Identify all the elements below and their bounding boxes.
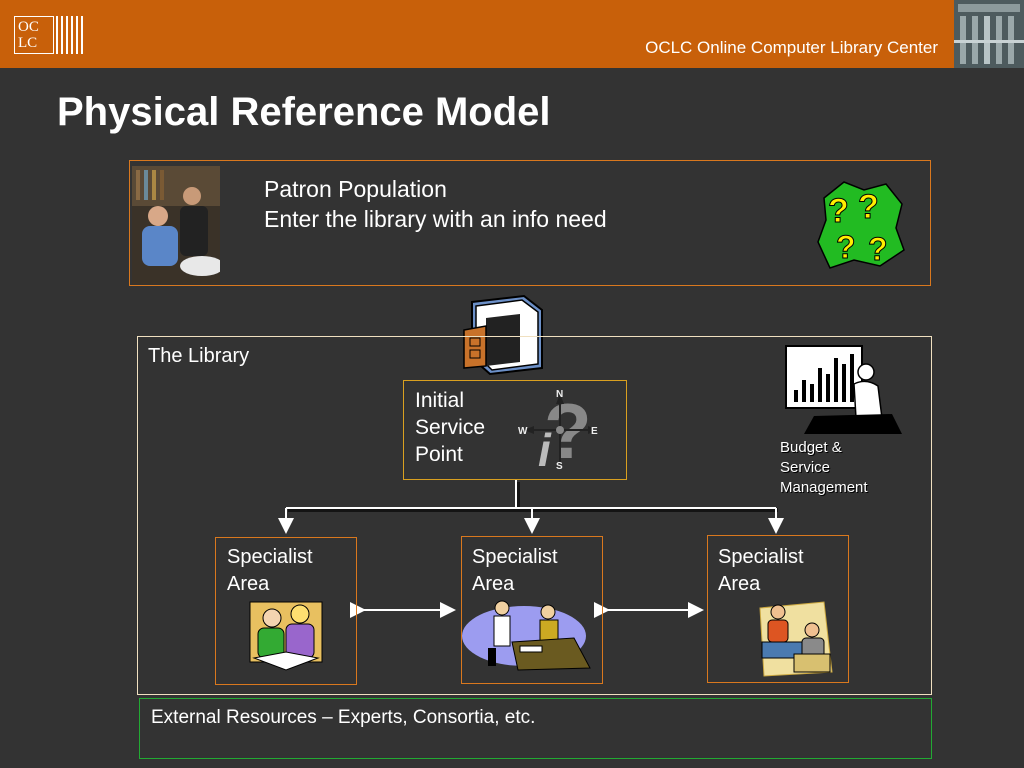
slide-title: Physical Reference Model: [57, 90, 551, 134]
question-marks-icon: ? ? ? ?: [817, 181, 905, 269]
reading-people-icon: [249, 601, 323, 671]
patron-line-1: Patron Population: [264, 176, 447, 202]
svg-text:i: i: [538, 424, 552, 472]
budget-line-1: Budget &: [780, 439, 842, 456]
patron-description: Patron Population Enter the library with…: [264, 174, 607, 234]
svg-text:?: ?: [868, 231, 888, 267]
specialist-area-2-box: [461, 536, 603, 684]
header-bar: [0, 0, 954, 68]
specialist-area-1-box: [215, 537, 357, 685]
specialist-area-2-line-2: Area: [472, 573, 515, 595]
specialist-area-1-line-2: Area: [227, 573, 270, 595]
patrons-photo: [132, 166, 220, 284]
org-name: OCLC Online Computer Library Center: [645, 38, 938, 57]
library-box: [137, 336, 932, 695]
logo-stripes: [56, 16, 86, 54]
patron-line-2: Enter the library with an info need: [264, 206, 607, 232]
specialist-area-3-line-1: Specialist: [718, 546, 804, 568]
building-image: [954, 0, 1024, 68]
isp-line-2: Service: [415, 416, 486, 439]
initial-service-point-label: Initial Service Point: [415, 387, 485, 468]
patron-box: [129, 160, 931, 286]
library-label: The Library: [148, 345, 250, 367]
initial-service-point-box: [403, 380, 627, 480]
compass-w: W: [518, 426, 528, 437]
budget-label: Budget & Service Management: [780, 438, 868, 498]
specialist-area-1-line-1: Specialist: [227, 546, 313, 568]
header-building-photo: [954, 0, 1024, 68]
external-resources-label: External Resources – Experts, Consortia,…: [151, 707, 536, 728]
isp-line-3: Point: [415, 443, 463, 466]
specialist-area-3-box: [707, 535, 849, 683]
compass-e: E: [591, 426, 598, 437]
specialist-area-2-line-1: Specialist: [472, 546, 558, 568]
compass-n: N: [556, 389, 563, 400]
consultation-icon: [759, 601, 833, 677]
external-resources-box: [139, 698, 932, 759]
specialist-area-2-label: Specialist Area: [472, 544, 558, 598]
specialist-area-3-label: Specialist Area: [718, 544, 804, 598]
desk-service-icon: [462, 600, 591, 671]
info-compass-icon: ? i N S E W: [518, 387, 598, 472]
svg-text:?: ?: [858, 188, 879, 226]
isp-line-1: Initial: [415, 389, 465, 412]
compass-s: S: [556, 461, 563, 472]
specialist-area-1-label: Specialist Area: [227, 544, 313, 598]
specialist-area-3-line-2: Area: [718, 573, 761, 595]
svg-text:?: ?: [836, 229, 856, 265]
budget-line-3: Management: [780, 479, 868, 496]
svg-text:?: ?: [828, 192, 849, 230]
budget-chart-presenter-icon: [785, 345, 902, 434]
budget-line-2: Service: [780, 459, 831, 476]
